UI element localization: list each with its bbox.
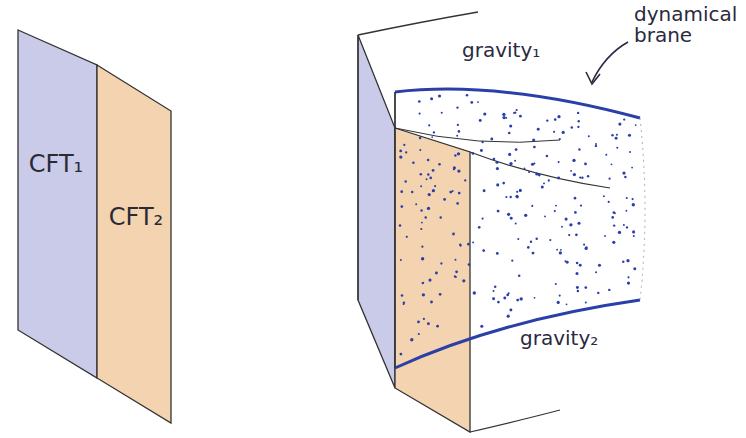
bulk-curve [395, 128, 560, 142]
gravity-label: gravity₁ [462, 40, 582, 61]
panel-outline [97, 63, 175, 425]
brane-dots [399, 94, 637, 355]
panel-label: CFT₁ [29, 150, 83, 178]
cft-panel: CFT₁ [15, 28, 97, 380]
boundary-face-2 [395, 128, 470, 432]
brane-corner [394, 92, 395, 368]
panel-label: CFT₂ [109, 203, 163, 231]
panel-outline [15, 28, 97, 380]
brane-edge-far [640, 118, 645, 300]
cft-panel: CFT₂ [97, 63, 175, 425]
boundary-face-1 [358, 35, 395, 388]
bulk-edge [357, 35, 358, 300]
bulk-edge [358, 12, 478, 35]
brane-edge-1 [395, 89, 640, 118]
arrowhead [586, 72, 600, 84]
brane-label: dynamical brane [634, 4, 740, 46]
gravity-label: gravity₂ [520, 328, 640, 349]
brane-edge-2 [395, 300, 640, 368]
bulk-curve [470, 410, 560, 432]
bulk-curve [470, 152, 610, 188]
